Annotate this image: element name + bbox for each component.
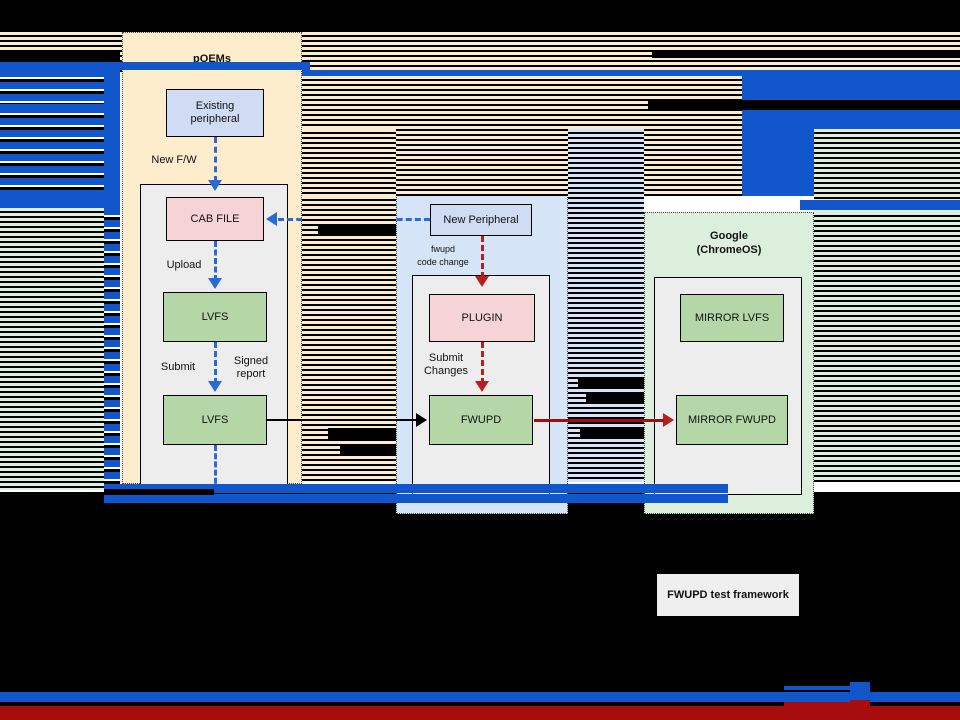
- arrow-lvfs-to-fwupd: [267, 419, 417, 421]
- label-upload: Upload: [166, 259, 202, 271]
- arrow-newperipheral-to-cabfile-head: [266, 212, 277, 226]
- arrow-cab-to-lvfs-head: [208, 278, 222, 289]
- glitch-black-band: [0, 702, 960, 706]
- node-existing-peripheral-line1: Existing: [195, 100, 235, 112]
- arrow-lvfs-to-lvfs-head: [208, 381, 222, 392]
- arrow-existing-to-cab: [214, 137, 217, 182]
- arrow-plugin-to-fwupd-head: [475, 381, 489, 392]
- node-fwupd: FWUPD: [429, 395, 533, 445]
- node-existing-peripheral: Existing peripheral: [166, 89, 264, 137]
- arrow-existing-to-cab-head: [208, 180, 222, 191]
- label-submit-changes-line2: Changes: [423, 365, 469, 377]
- arrow-lvfs-to-lvfs: [214, 342, 217, 384]
- node-cab-file: CAB FILE: [166, 197, 264, 241]
- arrow-newperipheral-to-cabfile: [278, 218, 430, 221]
- node-new-peripheral: New Peripheral: [430, 204, 532, 236]
- arrow-fwupd-to-mirror-fwupd: [534, 419, 664, 422]
- label-signed-report: Signed report: [222, 355, 280, 381]
- arrow-fwupd-to-mirror-fwupd-head: [663, 413, 674, 427]
- label-signed-report-line1: Signed: [233, 355, 269, 367]
- arrow-lvfs-to-fwupd-head: [416, 413, 427, 427]
- node-existing-peripheral-line2: peripheral: [190, 113, 240, 125]
- label-fwupd-code-change: fwupd code change: [412, 243, 474, 269]
- node-mirror-fwupd-label: MIRROR FWUPD: [688, 413, 776, 426]
- node-new-peripheral-label: New Peripheral: [443, 213, 519, 226]
- diagram-canvas: pOEMs Existing peripheral CAB FILE LVFS …: [0, 32, 960, 514]
- panel-google-title-line2: (ChromeOS): [696, 244, 762, 256]
- glitch-red-bar: [784, 702, 850, 706]
- node-lvfs-upper-label: LVFS: [201, 310, 229, 323]
- fwupd-test-framework-label: FWUPD test framework: [667, 589, 789, 601]
- glitch-red-bar: [850, 700, 870, 716]
- label-fwupd-code-change-line1: fwupd: [430, 244, 456, 254]
- arrow-cab-to-lvfs: [214, 241, 217, 281]
- glitch-blue-bar: [0, 692, 960, 702]
- panel-plugin-title: Plugin Developers/ Chipset Vendors: [397, 155, 567, 183]
- arrow-lvfs-out-bottom: [214, 445, 217, 492]
- arrow-newperipheral-to-plugin-head: [475, 276, 489, 287]
- panel-poems-title: pOEMs: [193, 53, 231, 65]
- arrow-newperipheral-to-plugin: [481, 236, 484, 278]
- panel-google-title: Google (ChromeOS): [645, 229, 813, 257]
- node-mirror-lvfs: MIRROR LVFS: [680, 294, 784, 342]
- glitch-blue-bar: [850, 682, 870, 700]
- node-lvfs-lower-label: LVFS: [201, 413, 229, 426]
- glitch-red-bar: [0, 706, 960, 720]
- node-lvfs-lower: LVFS: [163, 395, 267, 445]
- panel-google-title-line1: Google: [710, 230, 748, 242]
- node-plugin: PLUGIN: [429, 294, 535, 342]
- node-plugin-label: PLUGIN: [461, 311, 503, 324]
- label-fwupd-code-change-line2: code change: [417, 257, 469, 267]
- label-signed-report-line2: report: [236, 368, 266, 380]
- node-mirror-fwupd: MIRROR FWUPD: [676, 395, 788, 445]
- node-cab-file-label: CAB FILE: [190, 212, 240, 225]
- panel-plugin-title-line2: Chipset Vendors: [438, 170, 526, 182]
- glitch-black-band: [0, 620, 960, 672]
- panel-plugin-title-line1: Plugin Developers/: [432, 156, 532, 168]
- glitch-blue-bar: [784, 686, 850, 690]
- node-fwupd-label: FWUPD: [460, 413, 502, 426]
- node-lvfs-upper: LVFS: [163, 292, 267, 342]
- label-submit-changes-line1: Submit: [428, 352, 464, 364]
- label-submit: Submit: [160, 361, 196, 373]
- label-submit-changes: Submit Changes: [418, 352, 474, 378]
- arrow-plugin-to-fwupd: [481, 342, 484, 384]
- label-new-fw: New F/W: [151, 154, 197, 166]
- node-mirror-lvfs-label: MIRROR LVFS: [694, 311, 770, 324]
- fwupd-test-framework-box: FWUPD test framework: [657, 574, 799, 616]
